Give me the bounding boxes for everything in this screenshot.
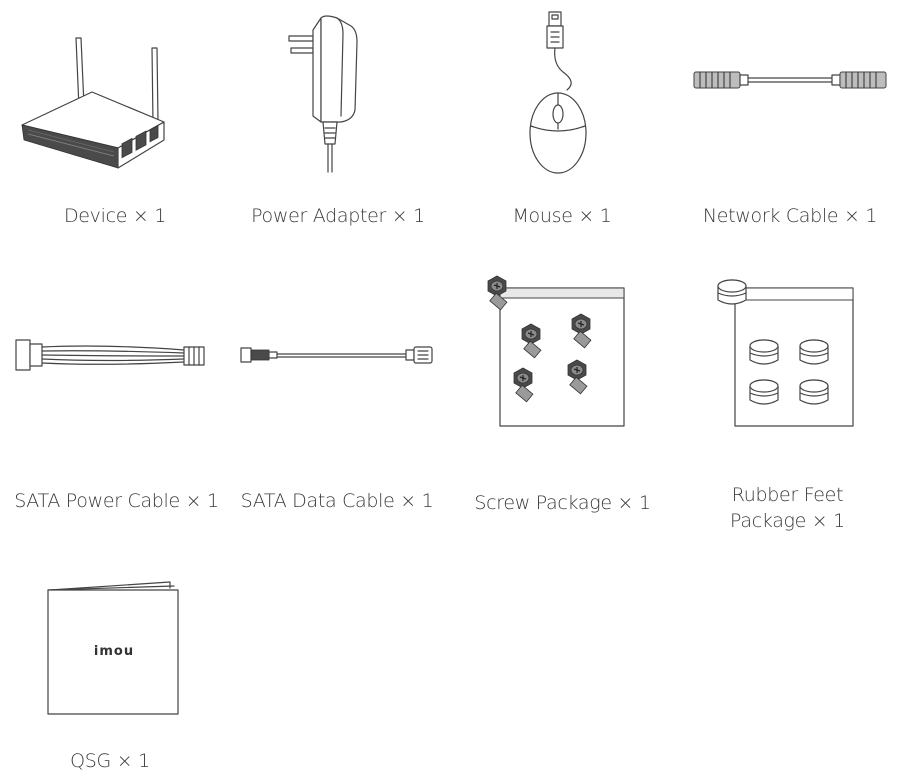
sata-data-cable-label: SATA Data Cable × 1 [240,490,434,512]
rubber-feet-label-line1: Rubber Feet [731,484,844,506]
rubber-feet-label-line2: Package × 1 [730,510,845,532]
network-cable-icon [690,66,890,96]
mouse-label: Mouse × 1 [512,205,612,227]
quick-start-guide-icon: imou [44,580,184,720]
rubber-feet-package-label: Rubber Feet Package × 1 [700,482,875,534]
screw-package-label: Screw Package × 1 [474,492,651,514]
screw-package-icon [487,275,627,430]
sata-power-cable-icon [14,334,209,376]
sata-data-cable-icon [238,342,438,372]
power-adapter-icon [285,12,375,177]
qsg-label: QSG × 1 [70,750,150,772]
nvr-device-icon [18,30,168,170]
sata-power-cable-label: SATA Power Cable × 1 [14,490,219,512]
mouse-icon [525,8,605,178]
device-label: Device × 1 [63,205,167,227]
qsg-brand-logo: imou [93,644,135,659]
rubber-feet-package-icon [717,279,856,430]
power-adapter-label: Power Adapter × 1 [251,205,425,227]
network-cable-label: Network Cable × 1 [702,205,878,227]
